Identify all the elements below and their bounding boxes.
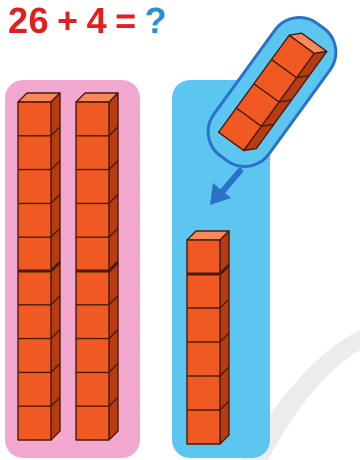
tens-rod-2 <box>76 93 118 440</box>
ones-stack <box>187 231 229 444</box>
tens-rod-1 <box>18 93 60 440</box>
